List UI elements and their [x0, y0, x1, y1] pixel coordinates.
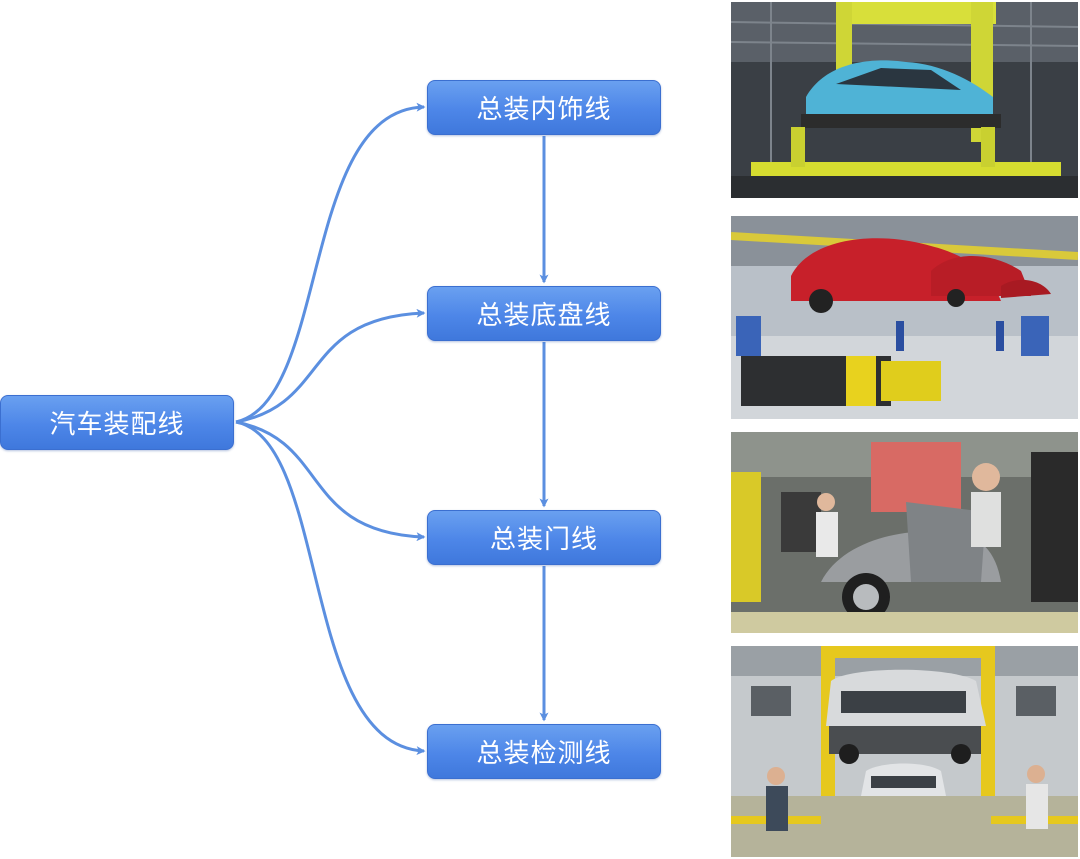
root-node-car-assembly-line: 汽车装配线 [0, 395, 234, 450]
connector-root-to-door [235, 420, 426, 542]
stage-node-chassis-line: 总装底盘线 [427, 286, 661, 341]
connector-root-to-interior [235, 102, 426, 424]
connector-root-to-chassis [235, 308, 426, 424]
stage-node-interior-line: 总装内饰线 [427, 80, 661, 135]
stage-node-label: 总装检测线 [476, 739, 612, 769]
root-node-label: 汽车装配线 [49, 410, 185, 440]
stage-node-label: 总装底盘线 [476, 301, 612, 331]
workers-installing-car-doors-photo [731, 432, 1078, 633]
stage-node-label: 总装内饰线 [476, 95, 612, 125]
car-body-on-yellow-gantry-photo [731, 2, 1078, 198]
stage-node-label: 总装门线 [489, 525, 598, 555]
stage-node-inspection-line: 总装检测线 [427, 724, 661, 779]
connector-root-to-inspection [235, 420, 426, 756]
cars-on-inspection-lift-photo [731, 646, 1078, 857]
red-car-bodies-on-assembly-line-photo [731, 216, 1078, 419]
stage-node-door-line: 总装门线 [427, 510, 661, 565]
